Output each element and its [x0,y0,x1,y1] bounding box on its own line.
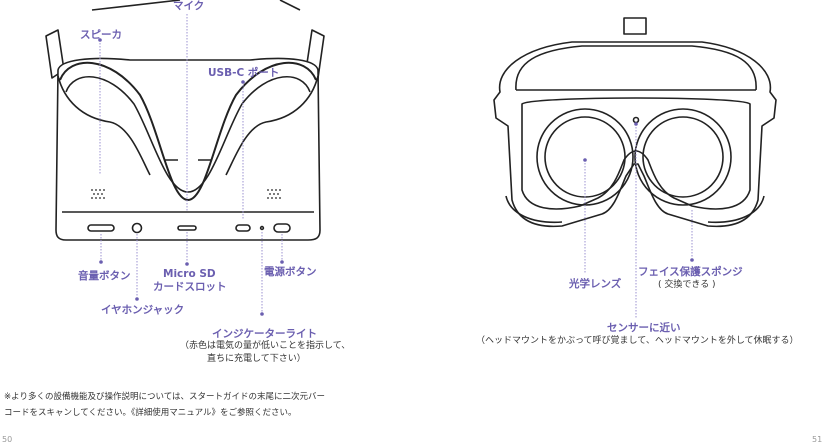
optical-lens-label: 光学レンズ [569,278,622,290]
indicator-note-line1: （赤色は電気の量が低いことを指示して、 [180,341,351,351]
micro-sd-label-line1: Micro SD [163,268,216,280]
indicator-light-label: インジケーターライト [212,328,317,340]
indicator-note-line2: 直ちに充電して下さい） [207,354,306,364]
right-page: 光学レンズ フェイス保護スポンジ ( 交換できる ) センサーに近い （ヘッドマ… [412,0,825,446]
headset-bottom-view-illustration [45,0,325,316]
left-page: スピーカ マイク USB-C ポート 音量ボタン イヤホンジャック Micro … [0,0,412,446]
footnote-line2: コードをスキャンしてください。《詳細使用マニュアル》をご参照ください。 [4,408,297,418]
volume-button-label: 音量ボタン [78,270,131,282]
earphone-jack-label: イヤホンジャック [101,304,185,316]
power-button-label: 電源ボタン [264,266,317,278]
micro-sd-label-line2: カードスロット [153,281,227,293]
usb-c-port-label: USB-C ポート [208,67,280,79]
face-foam-note: ( 交換できる ) [658,280,716,290]
mic-label: マイク [173,0,205,12]
proximity-sensor-note: （ヘッドマウントをかぶって呼び覚まして、ヘッドマウントを外して休眠する） [476,336,799,346]
page-number-left: 50 [2,435,13,444]
proximity-sensor-label: センサーに近い [607,322,681,334]
footnote-line1: ※より多くの設備機能及び操作説明については、スタートガイドの末尾に二次元バー [4,392,326,402]
face-foam-label: フェイス保護スポンジ [638,266,743,278]
page-number-right: 51 [812,435,823,444]
speaker-label: スピーカ [80,29,122,41]
headset-inside-view-illustration [493,17,777,318]
